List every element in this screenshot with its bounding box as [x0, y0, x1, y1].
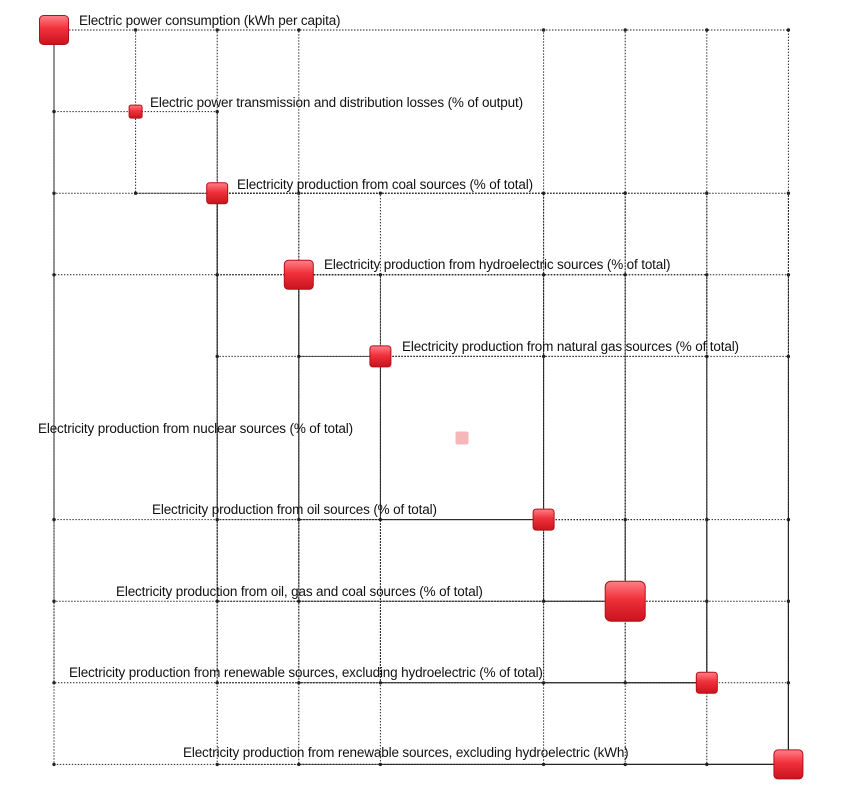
link-junction-dot	[705, 28, 709, 32]
link-junction-dot	[297, 28, 301, 32]
link-junction-dot	[786, 599, 791, 603]
node-label-oil-sources: Electricity production from oil sources …	[152, 502, 437, 517]
node-n8[interactable]	[695, 671, 718, 694]
link-n6-n9	[543, 519, 789, 765]
node-n0[interactable]	[39, 15, 69, 45]
link-junction-dot	[541, 762, 546, 767]
link-junction-dot	[541, 273, 546, 277]
link-junction-dot	[786, 28, 791, 32]
link-n2-n7	[216, 192, 626, 602]
link-junction-dot	[786, 681, 791, 685]
link-junction-dot	[786, 191, 791, 195]
link-n0-n9	[53, 29, 789, 765]
link-junction-dot	[297, 681, 301, 685]
link-junction-dot	[215, 599, 219, 603]
node-n9[interactable]	[773, 749, 804, 780]
link-junction-dot	[705, 599, 709, 603]
link-n4-n9	[379, 355, 789, 765]
link-junction-dot	[52, 681, 56, 685]
node-label-renewable-percent: Electricity production from renewable so…	[69, 665, 543, 680]
link-junction-dot	[623, 273, 627, 277]
link-junction-dot	[623, 681, 627, 685]
link-junction-dot	[378, 762, 383, 767]
link-junction-dot	[786, 354, 791, 359]
link-junction-dot	[297, 762, 301, 767]
link-junction-dot	[705, 762, 709, 767]
node-label-coal-sources: Electricity production from coal sources…	[237, 177, 533, 192]
link-junction-dot	[541, 191, 546, 195]
link-junction-dot	[215, 762, 219, 767]
link-n1-n2	[135, 111, 218, 194]
link-junction-dot	[705, 354, 709, 359]
diagram-nodes	[39, 15, 804, 780]
node-n3[interactable]	[283, 259, 314, 290]
link-junction-dot	[52, 762, 56, 767]
link-n3-n8	[298, 274, 708, 684]
node-label-hydroelectric-sources: Electricity production from hydroelectri…	[324, 257, 670, 272]
node-n5[interactable]	[455, 431, 469, 445]
link-junction-dot	[215, 109, 219, 114]
link-junction-dot	[52, 599, 56, 603]
diagram-links	[52, 28, 791, 767]
link-n3-n6	[298, 274, 545, 521]
link-junction-dot	[786, 517, 791, 522]
node-n1[interactable]	[128, 104, 143, 119]
node-n7[interactable]	[604, 580, 646, 622]
node-label-nuclear-sources: Electricity production from nuclear sour…	[38, 421, 353, 436]
node-n2[interactable]	[206, 182, 229, 205]
link-n0-n3	[53, 29, 300, 276]
link-n7-n9	[624, 600, 789, 765]
link-junction-dot	[133, 191, 138, 195]
node-label-transmission-losses: Electric power transmission and distribu…	[150, 95, 523, 110]
diagram-labels: Electric power consumption (kWh per capi…	[38, 13, 739, 760]
node-label-natural-gas-sources: Electricity production from natural gas …	[402, 339, 739, 354]
link-junction-dot	[623, 762, 627, 767]
node-label-electric-power-consumption: Electric power consumption (kWh per capi…	[79, 13, 340, 28]
node-label-oil-gas-coal-sources: Electricity production from oil, gas and…	[116, 584, 483, 599]
node-n4[interactable]	[369, 345, 392, 368]
link-junction-dot	[378, 517, 383, 522]
node-n6[interactable]	[532, 508, 555, 531]
node-label-renewable-kwh: Electricity production from renewable so…	[183, 745, 629, 760]
link-junction-dot	[786, 273, 791, 277]
